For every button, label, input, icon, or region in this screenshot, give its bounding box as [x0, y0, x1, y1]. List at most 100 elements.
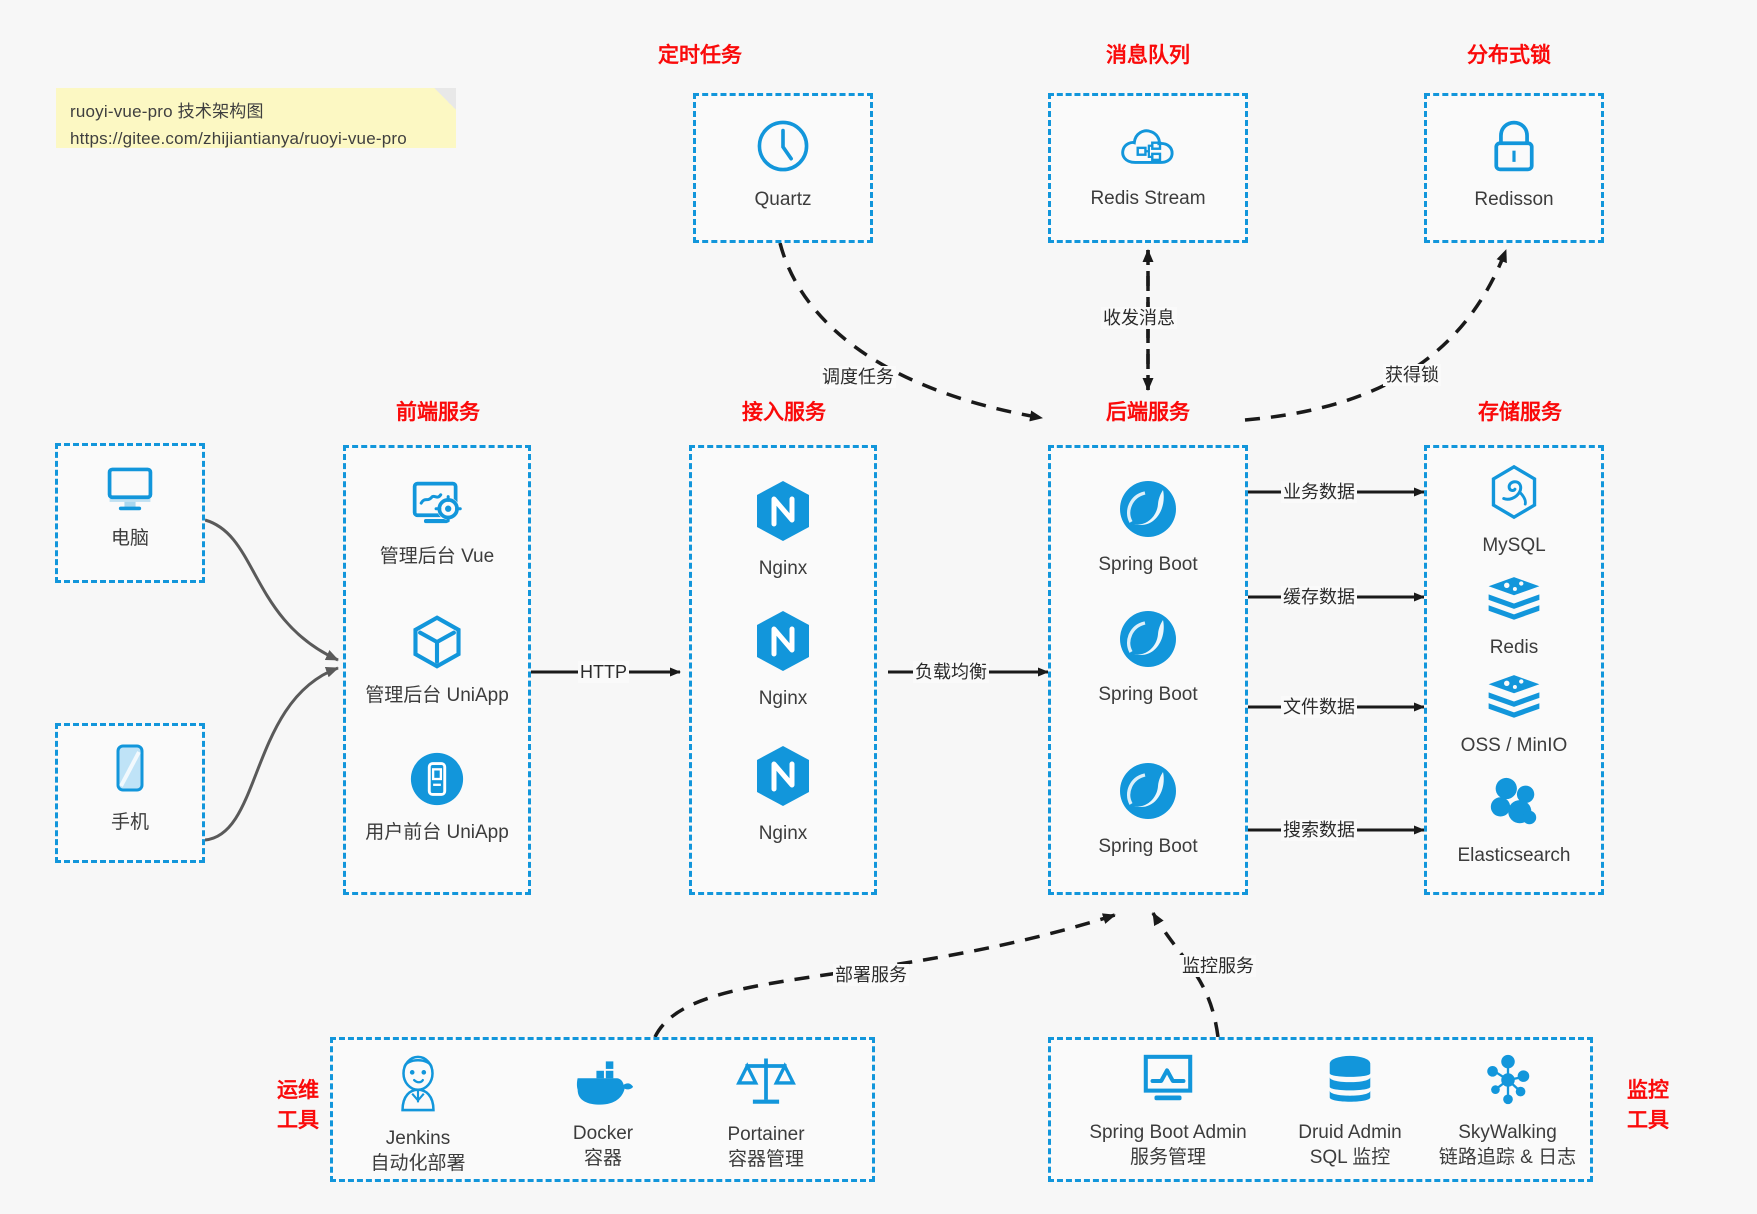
node-label: 管理后台 UniApp: [365, 685, 509, 706]
node-mobile[interactable]: 手机: [55, 742, 205, 835]
group-title-frontend: 前端服务: [396, 401, 480, 424]
edge-label-load-balance: 负载均衡: [913, 661, 989, 683]
node-label: Elasticsearch: [1457, 845, 1571, 866]
desktop-monitor-icon: [55, 462, 205, 519]
node-label: 用户前台 UniApp: [365, 822, 509, 843]
node-label: Docker: [572, 1123, 634, 1144]
redis-icon: [1439, 573, 1589, 628]
node-admin-uniapp[interactable]: 管理后台 UniApp: [362, 613, 512, 708]
node-quartz[interactable]: Quartz: [708, 117, 858, 212]
edge-label-schedule-task: 调度任务: [820, 366, 896, 388]
skywalking-icon: [1415, 1052, 1600, 1113]
node-label: Quartz: [754, 189, 812, 210]
node-spring-boot-3[interactable]: Spring Boot: [1073, 760, 1223, 859]
node-label: Spring Boot Admin: [1089, 1122, 1247, 1143]
node-label: 管理后台 Vue: [379, 546, 495, 567]
dashboard-settings-icon: [362, 478, 512, 537]
nginx-icon: [708, 743, 858, 814]
node-label: Redisson: [1474, 189, 1554, 210]
node-redis-stream[interactable]: Redis Stream: [1073, 120, 1223, 211]
edge-label-deploy-service: 部署服务: [833, 964, 909, 986]
node-spring-boot-2[interactable]: Spring Boot: [1073, 608, 1223, 707]
node-label: Nginx: [758, 688, 808, 709]
node-label: Redis: [1489, 637, 1539, 658]
group-title-storage: 存储服务: [1478, 401, 1562, 424]
group-title-devops: 运维 工具: [258, 1076, 338, 1136]
monitor-chart-icon: [1073, 1052, 1263, 1113]
jenkins-icon: [343, 1052, 493, 1119]
mysql-icon: [1439, 463, 1589, 526]
node-admin-vue[interactable]: 管理后台 Vue: [362, 478, 512, 569]
note-title: ruoyi-vue-pro 技术架构图: [70, 102, 264, 121]
spring-boot-icon: [1073, 760, 1223, 827]
group-box-message-queue: [1048, 93, 1248, 243]
node-redis[interactable]: Redis: [1439, 573, 1589, 660]
node-nginx-1[interactable]: Nginx: [708, 478, 858, 581]
edge-label-business-data: 业务数据: [1281, 481, 1357, 503]
clock-icon: [708, 117, 858, 180]
node-label: MySQL: [1482, 535, 1546, 556]
edge-label-cache-data: 缓存数据: [1281, 586, 1357, 608]
spring-boot-icon: [1073, 478, 1223, 545]
node-sublabel: 容器: [583, 1148, 622, 1169]
group-title-gateway: 接入服务: [742, 401, 826, 424]
elasticsearch-icon: [1439, 775, 1589, 836]
node-sublabel: 链路追踪 & 日志: [1438, 1147, 1577, 1168]
devops-title-line1: 运维: [277, 1079, 319, 1102]
cube-icon: [362, 613, 512, 676]
node-skywalking[interactable]: SkyWalking 链路追踪 & 日志: [1415, 1052, 1600, 1171]
node-sublabel: SQL 监控: [1309, 1147, 1391, 1168]
node-desktop[interactable]: 电脑: [55, 462, 205, 551]
group-title-scheduled-task: 定时任务: [658, 44, 742, 67]
database-icon: [1270, 1052, 1430, 1113]
node-mysql[interactable]: MySQL: [1439, 463, 1589, 558]
lock-icon: [1439, 117, 1589, 180]
mobile-phone-icon: [55, 742, 205, 803]
node-jenkins[interactable]: Jenkins 自动化部署: [343, 1052, 493, 1177]
edge-label-monitor-service: 监控服务: [1180, 955, 1256, 977]
node-sublabel: 服务管理: [1129, 1147, 1206, 1168]
node-docker[interactable]: Docker 容器: [528, 1057, 678, 1172]
node-portainer[interactable]: Portainer 容器管理: [691, 1052, 841, 1173]
app-phone-icon: [362, 750, 512, 813]
docker-icon: [528, 1057, 678, 1114]
group-title-distributed-lock: 分布式锁: [1467, 44, 1551, 67]
node-sublabel: 容器管理: [727, 1149, 804, 1170]
node-oss-minio[interactable]: OSS / MinIO: [1439, 671, 1589, 758]
nginx-icon: [708, 608, 858, 679]
node-spring-boot-1[interactable]: Spring Boot: [1073, 478, 1223, 577]
monitoring-title-line1: 监控: [1627, 1079, 1669, 1102]
redis-icon: [1439, 671, 1589, 726]
edge-label-http: HTTP: [578, 661, 629, 683]
node-nginx-3[interactable]: Nginx: [708, 743, 858, 846]
node-nginx-2[interactable]: Nginx: [708, 608, 858, 711]
scales-icon: [691, 1052, 841, 1115]
spring-boot-icon: [1073, 608, 1223, 675]
group-box-client-desktop: [55, 443, 205, 583]
node-spring-boot-admin[interactable]: Spring Boot Admin 服务管理: [1073, 1052, 1263, 1171]
node-label: Portainer: [727, 1124, 805, 1145]
node-label: OSS / MinIO: [1460, 735, 1568, 756]
node-label: SkyWalking: [1458, 1122, 1557, 1143]
node-label: Spring Boot: [1098, 836, 1198, 857]
edge-label-file-data: 文件数据: [1281, 696, 1357, 718]
node-druid-admin[interactable]: Druid Admin SQL 监控: [1270, 1052, 1430, 1171]
edge-label-acquire-lock: 获得锁: [1383, 364, 1441, 386]
group-title-message-queue: 消息队列: [1106, 44, 1190, 67]
node-elasticsearch[interactable]: Elasticsearch: [1439, 775, 1589, 868]
group-title-monitoring: 监控 工具: [1608, 1076, 1688, 1136]
node-label: Nginx: [758, 823, 808, 844]
node-redisson[interactable]: Redisson: [1439, 117, 1589, 212]
group-title-backend: 后端服务: [1106, 401, 1190, 424]
node-sublabel: 自动化部署: [370, 1153, 466, 1174]
node-label: Druid Admin: [1298, 1122, 1402, 1143]
node-label: Jenkins: [385, 1128, 451, 1149]
note-fold-corner: [434, 88, 456, 110]
node-user-uniapp[interactable]: 用户前台 UniApp: [362, 750, 512, 845]
edge-label-send-receive-message: 收发消息: [1101, 307, 1177, 329]
node-label: Redis Stream: [1090, 188, 1206, 209]
node-label: Nginx: [758, 558, 808, 579]
nginx-icon: [708, 478, 858, 549]
node-label: 手机: [110, 812, 149, 833]
